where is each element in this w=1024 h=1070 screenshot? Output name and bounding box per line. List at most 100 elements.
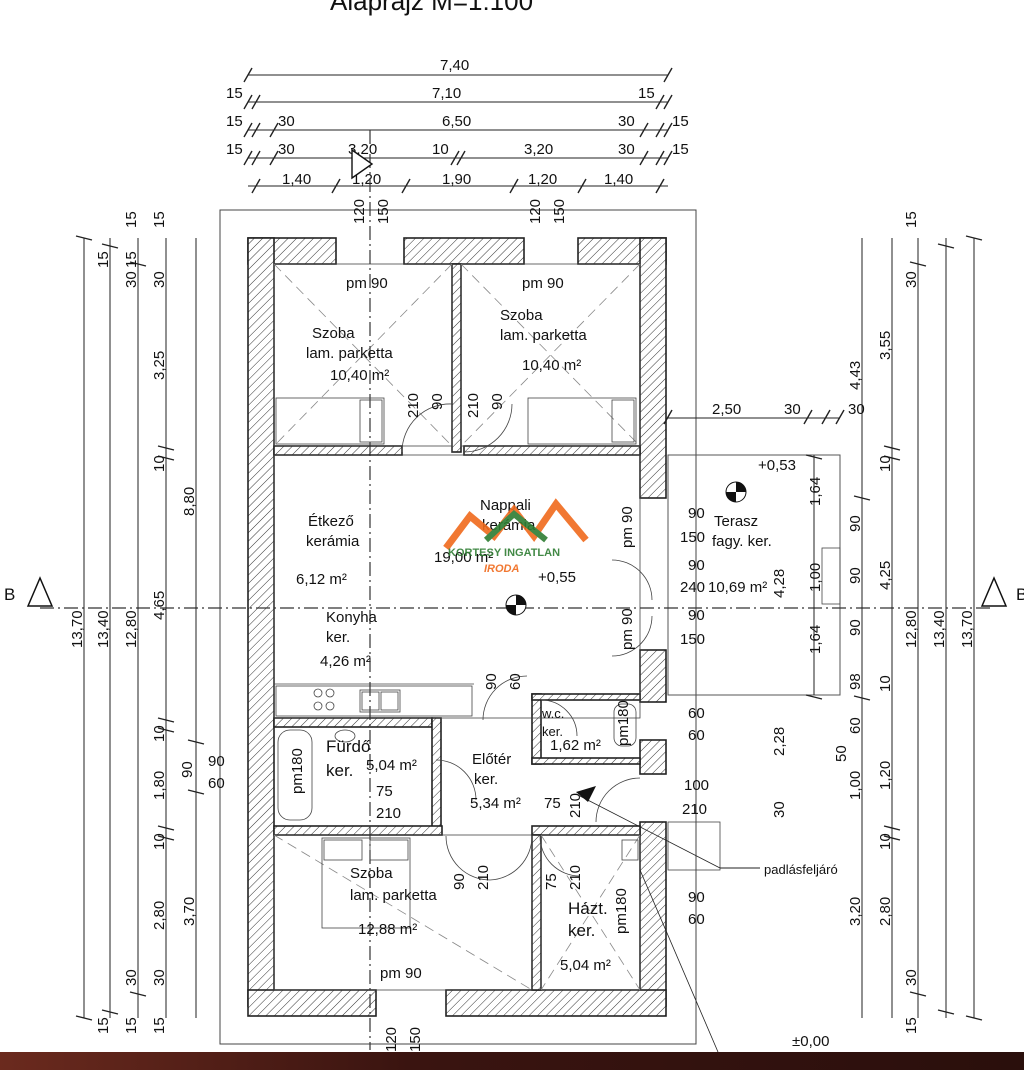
misc-dim-20: 210 — [567, 865, 584, 890]
dim-left-c9: 2,80 — [151, 901, 168, 930]
plan-title: Alaprajz M=1:100 — [330, 0, 533, 16]
dim-top-r3-a: 15 — [226, 113, 243, 130]
level-terrace: +0,53 — [758, 457, 796, 474]
dim-left-c10: 30 — [123, 969, 140, 986]
dim-right-t3: 30 — [848, 401, 865, 418]
door-mark-8: pm180 — [615, 700, 632, 746]
misc-dim-11: 90 — [688, 889, 705, 906]
misc-dim-10: 210 — [682, 801, 707, 818]
dim-left-d7: 15 — [151, 1017, 168, 1034]
dim-right-d7: 60 — [847, 717, 864, 734]
room-labels: pm 90 Szoba lam. parketta 10,40 m² pm 90… — [296, 275, 772, 982]
door-mark-1: 210 — [405, 393, 422, 418]
win-mark-3: 120 — [527, 199, 544, 224]
room-terasz-area: 10,69 m² — [708, 579, 767, 596]
dim-right-t4: 1,64 — [807, 477, 824, 506]
room-szoba3-area: 12,88 m² — [358, 921, 417, 938]
misc-dim-9: 100 — [684, 777, 709, 794]
dim-right-t2: 30 — [784, 401, 801, 418]
misc-dim-13: 75 — [376, 783, 393, 800]
misc-dim-7: 60 — [688, 705, 705, 722]
misc-dim-8: 60 — [688, 727, 705, 744]
room-eloter-name: Előtér — [472, 751, 511, 768]
door-mark-6: pm 90 — [619, 608, 636, 650]
door-mark-9: pm180 — [613, 888, 630, 934]
room-wc-floor: ker. — [542, 724, 563, 739]
walls — [247, 237, 667, 1017]
dim-top-r2-a: 15 — [226, 85, 243, 102]
terrace-details — [575, 547, 841, 1053]
dim-top-r4-e: 3,20 — [524, 141, 553, 158]
room-szoba3-name: Szoba — [350, 865, 393, 882]
dim-right-t1: 2,50 — [712, 401, 741, 418]
room-terasz-name: Terasz — [714, 513, 758, 530]
dim-right-d8: 98 — [847, 673, 864, 690]
dim-top-r3-e: 15 — [672, 113, 689, 130]
misc-dim-4: 240 — [680, 579, 705, 596]
room-szoba3-floor: lam. parketta — [350, 887, 437, 904]
dim-right-c6: 90 — [847, 567, 864, 584]
misc-dim-17: 90 — [451, 873, 468, 890]
misc-dim-15: 75 — [544, 795, 561, 812]
dim-left-c4: 10 — [151, 455, 168, 472]
left-dimension-chains: 13,70 13,40 12,80 15 30 3,25 10 4,65 10 … — [69, 211, 225, 1034]
misc-dim-5: 90 — [688, 607, 705, 624]
dim-right-c4: 10 — [877, 455, 894, 472]
section-marker-left: B — [4, 576, 54, 607]
dim-right-d1: 4,43 — [847, 361, 864, 390]
dim-left-outer-3: 12,80 — [123, 610, 140, 648]
dim-left-d4: 3,70 — [181, 897, 198, 926]
room-eloter-area: 5,34 m² — [470, 795, 521, 812]
dim-top-r2-b: 7,10 — [432, 85, 461, 102]
dim-right-d5: 1,00 — [847, 771, 864, 800]
dim-right-t8: 30 — [771, 801, 788, 818]
dim-left-e2: 60 — [208, 775, 225, 792]
win-mark-2: 150 — [375, 199, 392, 224]
kitchen-fixtures — [313, 688, 401, 713]
room-nappali-name: Nappali — [480, 497, 531, 514]
dim-left-c11: 15 — [95, 1017, 112, 1034]
room-konyha-floor: ker. — [326, 629, 350, 646]
bathroom-fixtures — [277, 703, 639, 861]
misc-dim-12: 60 — [688, 911, 705, 928]
misc-dimension-labels: 90 150 90 240 90 150 60 60 100 210 90 60… — [376, 505, 709, 928]
dim-right-c1: 15 — [903, 211, 920, 228]
door-mark-4: 90 — [489, 393, 506, 410]
dim-top-r5-d: 1,20 — [528, 171, 557, 188]
room-szoba2-area: 10,40 m² — [522, 357, 581, 374]
room-etkezo-floor: kerámia — [306, 533, 360, 550]
win-mark-4: 150 — [551, 199, 568, 224]
dim-top-r3-c: 6,50 — [442, 113, 471, 130]
misc-dim-6: 150 — [680, 631, 705, 648]
right-dimension-chains: 13,70 13,40 12,80 15 30 3,55 10 90 90 90… — [663, 211, 983, 1034]
dim-right-c8: 10 — [877, 675, 894, 692]
dim-top-r3-d: 30 — [618, 113, 635, 130]
dim-right-c10: 10 — [877, 833, 894, 850]
dim-right-c2: 30 — [903, 271, 920, 288]
section-label-left: B — [4, 585, 15, 604]
dim-right-outer-2: 13,40 — [931, 610, 948, 648]
level-living: +0,55 — [538, 569, 576, 586]
room-eloter-floor: ker. — [474, 771, 498, 788]
room-haztartasi-floor: ker. — [568, 921, 595, 940]
dim-top-total: 7,40 — [440, 57, 469, 74]
misc-dim-19: 75 — [543, 873, 560, 890]
dim-right-c3: 3,55 — [877, 331, 894, 360]
misc-dim-22: 60 — [507, 673, 524, 690]
dim-right-c11: 2,80 — [877, 897, 894, 926]
misc-dim-1: 90 — [688, 505, 705, 522]
room-nappali-area: 19,00 m² — [434, 549, 493, 566]
dim-left-d1: 15 — [123, 1017, 140, 1034]
room-szoba2-floor: lam. parketta — [500, 327, 587, 344]
dim-left-c3: 3,25 — [151, 351, 168, 380]
taskbar — [0, 1052, 1024, 1070]
dim-left-d8: 15 — [151, 211, 168, 228]
dim-left-outer-1: 13,70 — [69, 610, 86, 648]
dim-right-c13: 15 — [903, 1017, 920, 1034]
section-marker-top — [351, 148, 374, 180]
dim-top-r2-c: 15 — [638, 85, 655, 102]
slab-outline — [219, 209, 697, 1045]
dim-left-d3: 8,80 — [181, 487, 198, 516]
room-furdo-area: 5,04 m² — [366, 757, 417, 774]
dim-top-r4-a: 15 — [226, 141, 243, 158]
